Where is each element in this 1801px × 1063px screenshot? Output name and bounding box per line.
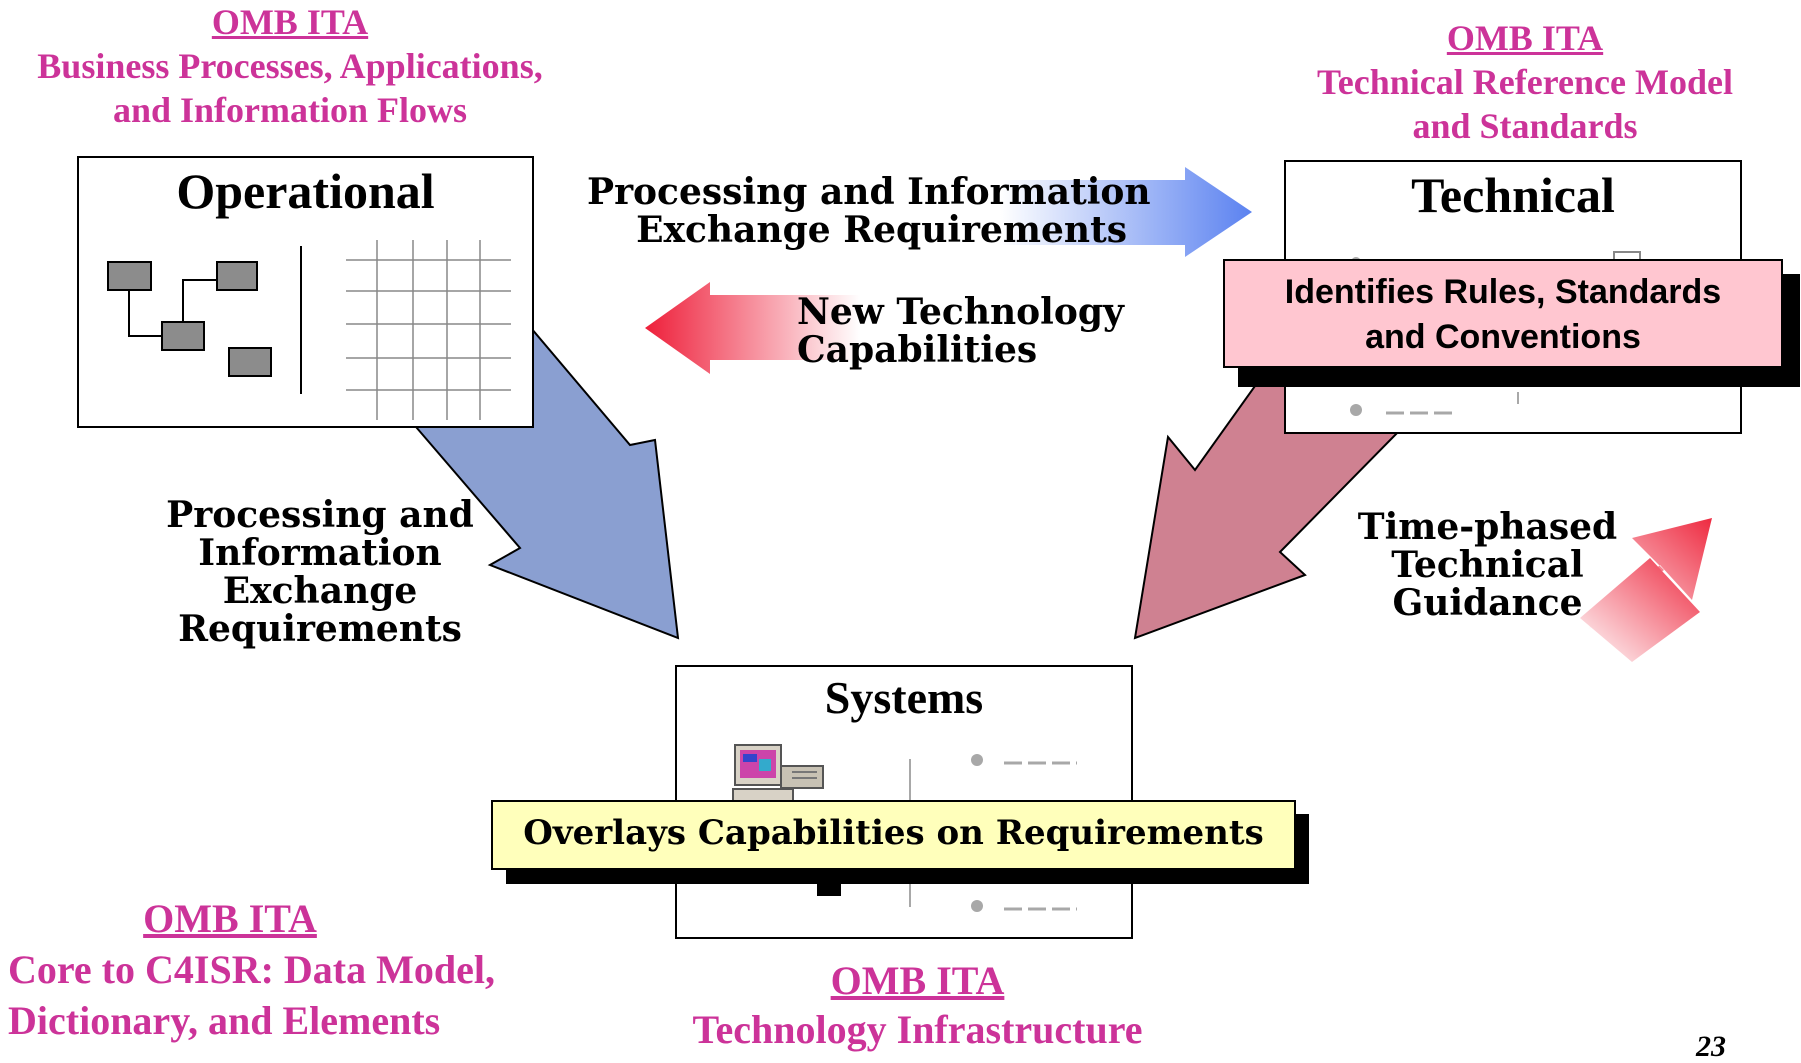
page-number: 23 — [1696, 1030, 1726, 1063]
systems-title: Systems — [824, 672, 984, 723]
omb-line: Core to C4ISR: Data Model, — [8, 947, 495, 992]
label-line: Time-phased — [1357, 506, 1618, 548]
label-line: Information — [198, 532, 442, 574]
label-line: Processing and — [166, 494, 474, 536]
omb-technical-label: OMB ITA Technical Reference Model and St… — [1290, 16, 1760, 148]
operational-grid-icon — [346, 240, 511, 420]
computer-icon — [732, 744, 824, 802]
omb-line: and Standards — [1412, 106, 1638, 146]
operational-title: Operational — [176, 163, 435, 219]
omb-heading: OMB ITA — [211, 2, 369, 42]
omb-line: Technical Reference Model — [1317, 62, 1733, 102]
omb-line: Dictionary, and Elements — [8, 998, 441, 1043]
label-line: Requirements — [178, 608, 462, 650]
processing-exchange-right-arrow — [1000, 167, 1252, 257]
callout-line: and Conventions — [1365, 318, 1641, 356]
systems-icons — [732, 744, 1077, 912]
new-technology-label: New Technology Capabilities — [797, 293, 1127, 369]
callout-line: Identifies Rules, Standards — [1284, 273, 1722, 311]
label-line: Guidance — [1392, 582, 1583, 624]
time-phased-label: Time-phased Technical Guidance — [1355, 508, 1620, 622]
label-line: Exchange Requirements — [636, 209, 1127, 251]
processing-exchange-left-label: Processing and Information Exchange Requ… — [160, 496, 480, 648]
label-line: Capabilities — [797, 329, 1038, 371]
time-phased-guidance-arrow-shaft — [1580, 558, 1700, 662]
operational-diagram-icon — [107, 246, 302, 394]
omb-heading: OMB ITA — [830, 958, 1005, 1003]
omb-systems-label: OMB ITA Technology Infrastructure — [650, 956, 1185, 1054]
omb-line: Business Processes, Applications, — [37, 46, 543, 86]
omb-heading: OMB ITA — [1446, 18, 1604, 58]
label-line: Technical — [1391, 544, 1584, 586]
processing-exchange-top-label: Processing and Information Exchange Requ… — [587, 171, 1151, 251]
operational-box: Operational — [77, 156, 534, 428]
label-line: Exchange — [222, 570, 418, 612]
technical-title: Technical — [1411, 167, 1615, 223]
omb-core-label: OMB ITA Core to C4ISR: Data Model, Dicti… — [0, 893, 495, 1046]
label-line: New Technology — [797, 291, 1124, 333]
omb-line: Technology Infrastructure — [692, 1007, 1143, 1052]
label-line: Processing and Information — [587, 171, 1151, 213]
omb-heading: OMB ITA — [143, 896, 317, 941]
omb-line: and Information Flows — [112, 90, 468, 130]
omb-operational-label: OMB ITA Business Processes, Applications… — [0, 0, 580, 132]
systems-callout: Overlays Capabilities on Requirements — [491, 800, 1296, 870]
new-technology-left-arrow — [645, 282, 860, 374]
technical-callout: Identifies Rules, Standards and Conventi… — [1223, 259, 1783, 368]
